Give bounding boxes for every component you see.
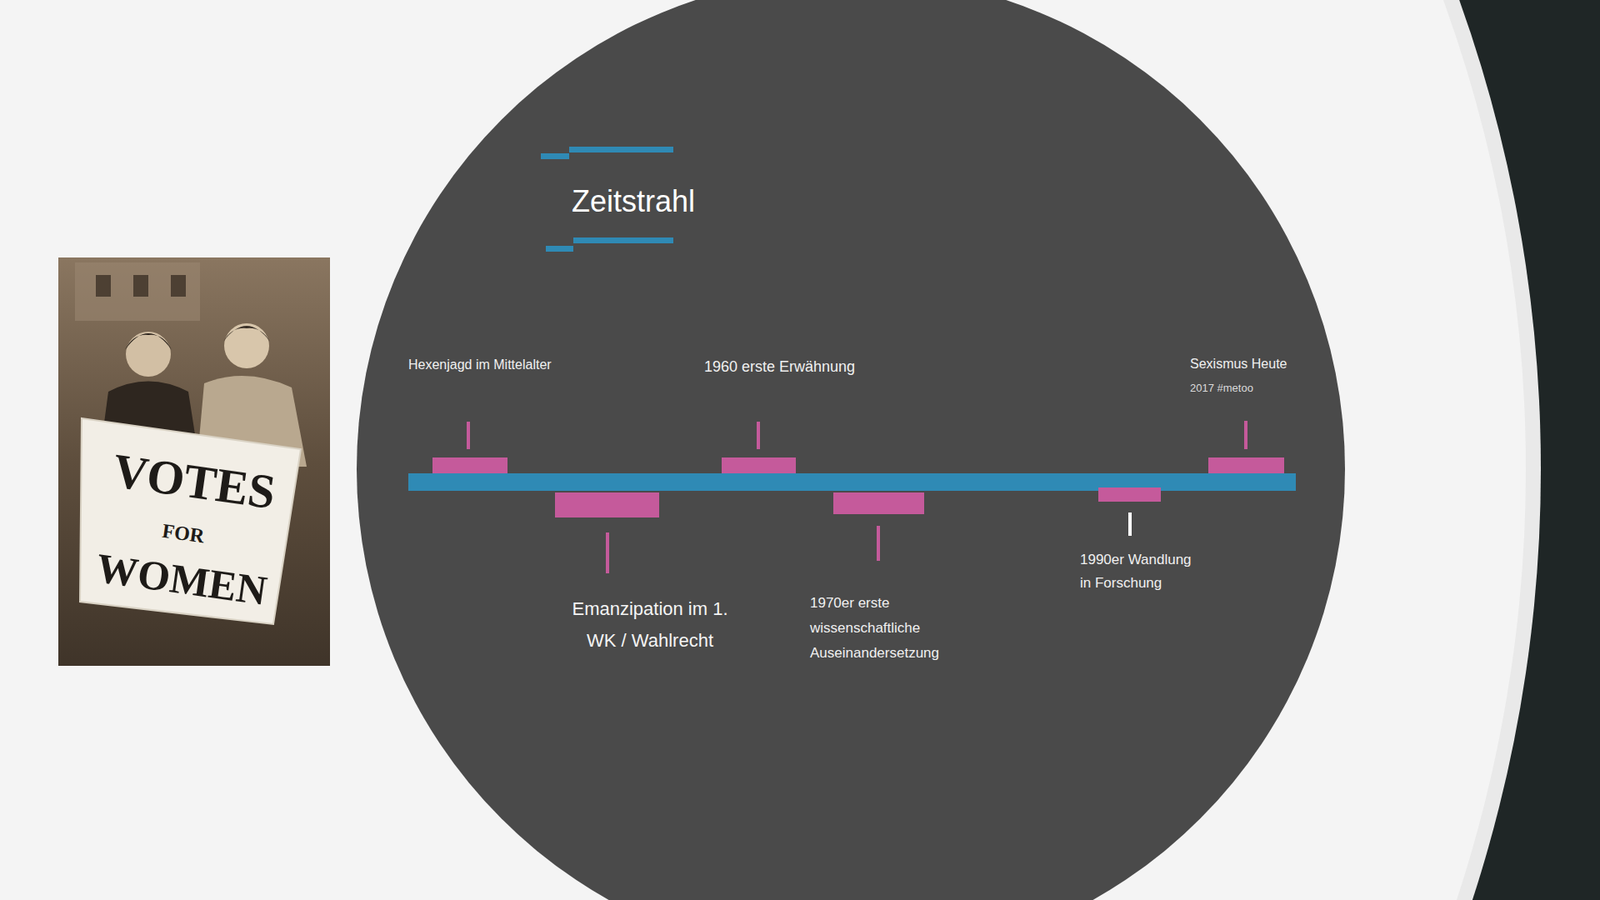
woman-left-head — [125, 331, 171, 377]
photo-window — [133, 275, 149, 297]
woman-left-hair — [125, 333, 172, 350]
event-marker — [555, 492, 660, 518]
woman-right-hair — [223, 325, 270, 342]
banner-text: VOTES — [110, 446, 279, 518]
banner-text: FOR — [160, 520, 206, 547]
event-label: 1990er Wandlung in Forschung — [1080, 548, 1199, 595]
event-label: 1960 erste Erwähnung — [704, 357, 855, 376]
event-label: Sexismus Heute — [1190, 355, 1288, 373]
event-label: 1970er erste wissenschaftliche Auseinand… — [810, 590, 954, 666]
event-label: Hexenjagd im Mittelalter — [408, 356, 552, 374]
photo-window — [95, 275, 111, 297]
suffragette-photo — [58, 257, 330, 666]
light-ground — [0, 0, 1526, 900]
event-tick — [1244, 420, 1248, 450]
event-marker — [721, 457, 796, 474]
timeline-event: Emanzipation im 1. WK / Wahlrecht — [556, 593, 744, 657]
event-marker — [1208, 457, 1285, 474]
event-note: 2017 #metoo — [1190, 381, 1288, 395]
photo-ground — [58, 257, 330, 666]
timeline-markers — [432, 420, 1285, 574]
title-bar — [545, 245, 574, 252]
woman-right-head — [224, 323, 270, 369]
event-tick — [756, 421, 760, 450]
event-tick — [605, 532, 610, 574]
slide-title: Zeitstrahl — [571, 183, 695, 220]
timeline-event: 1990er Wandlung in Forschung — [1080, 548, 1199, 595]
event-marker — [432, 457, 508, 474]
timeline-event: 1960 erste Erwähnung — [704, 357, 855, 376]
title-bar — [569, 146, 674, 153]
photo-window — [170, 275, 186, 297]
photo-building — [75, 262, 200, 321]
event-label: Emanzipation im 1. WK / Wahlrecht — [556, 593, 744, 657]
banner — [80, 418, 301, 625]
timeline-bar — [408, 473, 1296, 491]
title-bar — [540, 153, 570, 160]
timeline-event: Hexenjagd im Mittelalter — [408, 356, 552, 374]
banner-text: WOMEN — [94, 546, 270, 612]
content-circle — [356, 0, 1345, 900]
title-bar — [573, 237, 674, 244]
event-tick — [876, 525, 880, 561]
timeline-event: Sexismus Heute 2017 #metoo — [1190, 355, 1288, 395]
timeline-event: 1970er erste wissenschaftliche Auseinand… — [810, 590, 954, 666]
light-ring — [0, 0, 1541, 900]
event-marker — [1098, 487, 1161, 502]
event-marker — [833, 492, 925, 515]
event-tick — [466, 421, 470, 450]
event-tick — [1128, 512, 1132, 536]
